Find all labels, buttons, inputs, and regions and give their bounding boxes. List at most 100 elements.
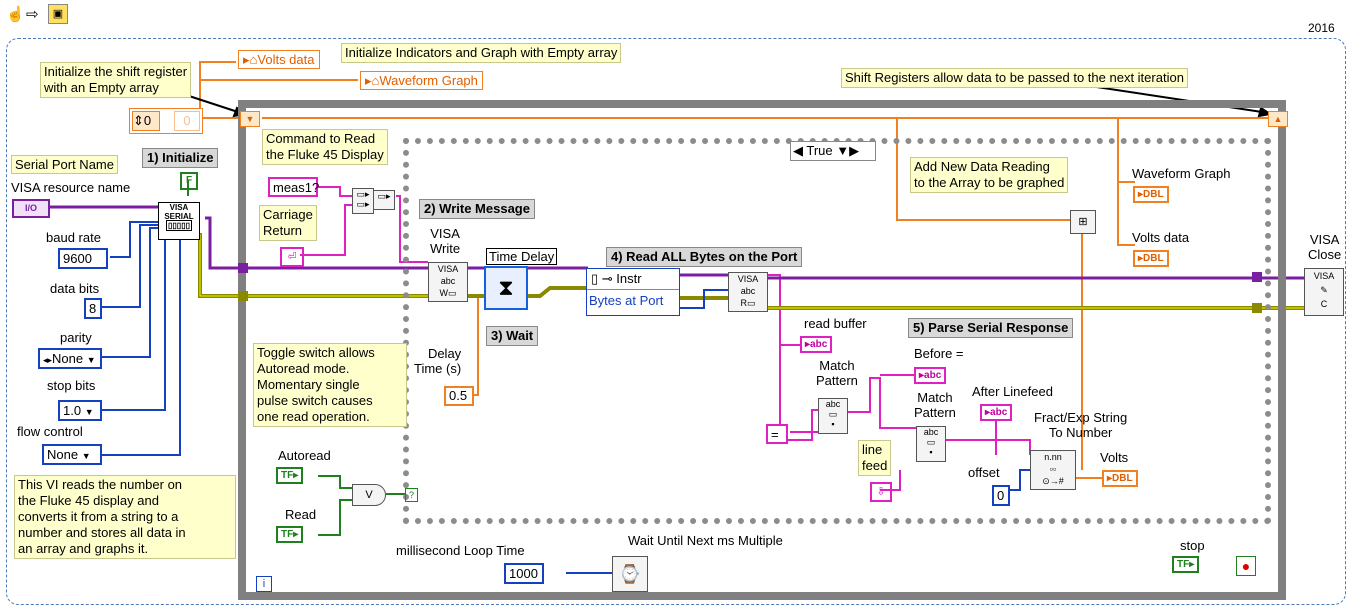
baud-rate-control[interactable]: 9600 — [58, 248, 108, 269]
diagram-frame — [6, 38, 1346, 605]
read-buffer-label: read buffer — [804, 316, 867, 331]
initialize-header: 1) Initialize — [142, 148, 219, 168]
visa-write-label: VISA Write — [430, 226, 461, 256]
case-selector-value: True — [806, 143, 833, 158]
match-pattern-1-label: Match Pattern — [816, 358, 858, 388]
serial-port-name-label: Serial Port Name — [11, 155, 118, 174]
home-icon: ⌂ — [249, 52, 258, 67]
match-pattern-1-node[interactable]: abc▭▪ — [818, 398, 848, 434]
flow-control-label: flow control — [17, 424, 83, 439]
parity-arrows-icon: ◂▸ — [43, 355, 53, 365]
vi-description-note: This VI reads the number on the Fluke 45… — [14, 475, 236, 559]
tunnel-error-out — [1252, 303, 1262, 313]
line-feed-constant[interactable]: ⇩ — [870, 482, 892, 502]
f-constant[interactable]: F — [180, 172, 198, 190]
concatenate-strings-node[interactable]: ▭▸▭▸ — [352, 188, 374, 214]
init-element[interactable]: 0 — [174, 111, 200, 131]
wait-until-next-ms-node[interactable]: ⌚ — [612, 556, 648, 592]
data-bits-label: data bits — [50, 281, 100, 296]
init-array-constant[interactable]: ⇕0 0 — [129, 108, 203, 134]
read-label: Read — [285, 507, 317, 522]
autoread-control[interactable]: TF▸ — [276, 467, 304, 484]
match-pattern-2-label: Match Pattern — [914, 390, 956, 420]
visa-resource-control[interactable]: I/O — [12, 199, 50, 218]
hand-icon[interactable]: ☝ — [6, 6, 25, 23]
property-class-row: ▯ ⊸ Instr — [587, 269, 679, 290]
volts-data-indicator: ▸DBL — [1133, 250, 1169, 267]
fract-exp-string-to-number-node[interactable]: n.nn▫▫⊙→# — [1030, 450, 1076, 490]
chevron-down-icon[interactable]: ▼ — [86, 355, 96, 365]
volts-data-local-variable[interactable]: ▸⌂Volts data — [238, 50, 320, 69]
loop-iteration-terminal: i — [256, 576, 272, 592]
flow-control-control[interactable]: None ▼ — [42, 444, 102, 465]
case-prev-icon[interactable]: ◀ — [793, 143, 803, 158]
read-all-bytes-header: 4) Read ALL Bytes on the Port — [606, 247, 803, 267]
run-arrow-icon[interactable]: ⇨ — [26, 6, 39, 23]
visa-close-label: VISA Close — [1308, 232, 1342, 262]
toolbar: ☝ ⇨ ▣ 2016 — [0, 0, 1352, 35]
visa-close-node[interactable]: VISA✎C — [1304, 268, 1344, 316]
or-gate-node[interactable]: V — [352, 484, 386, 506]
wait-header: 3) Wait — [486, 326, 539, 346]
after-linefeed-indicator: ▸abc — [980, 404, 1013, 421]
stop-bits-label: stop bits — [47, 378, 96, 393]
stop-control[interactable]: TF▸ — [1172, 556, 1200, 573]
volts-indicator: ▸DBL — [1102, 470, 1138, 487]
visa-resource-label: VISA resource name — [11, 180, 131, 195]
tunnel-error-in — [238, 291, 248, 301]
equals-constant[interactable]: = — [766, 424, 788, 444]
stop-label: stop — [1180, 538, 1205, 553]
command-read-note: Command to Read the Fluke 45 Display — [262, 129, 388, 165]
bytes-at-port-property-node[interactable]: ▯ ⊸ Instr Bytes at Port — [586, 268, 680, 316]
volts-data-label: Volts data — [1132, 230, 1190, 245]
parity-control[interactable]: ◂▸None ▼ — [38, 348, 102, 369]
loop-time-control[interactable]: 1000 — [504, 563, 544, 584]
meas-command-constant[interactable]: meas1? — [268, 177, 319, 197]
waveform-graph-local-variable[interactable]: ▸⌂Waveform Graph — [360, 71, 483, 90]
shift-register-left: ▼ — [240, 111, 260, 127]
read-buffer-indicator: ▸abc — [800, 336, 833, 353]
line-feed-note: line feed — [858, 440, 892, 476]
ms-loop-time-label: millisecond Loop Time — [396, 543, 525, 558]
offset-label: offset — [968, 465, 1000, 480]
shift-registers-note: Shift Registers allow data to be passed … — [841, 68, 1188, 88]
data-bits-control[interactable]: 8 — [84, 298, 102, 319]
offset-constant[interactable]: 0 — [992, 485, 1010, 506]
match-pattern-2-node[interactable]: abc▭▪ — [916, 426, 946, 462]
tunnel-visa-in — [238, 263, 248, 273]
case-dropdown-icon[interactable]: ▼▶ — [836, 143, 860, 158]
wait-until-label: Wait Until Next ms Multiple — [628, 533, 783, 548]
init-indicators-note: Initialize Indicators and Graph with Emp… — [341, 43, 622, 63]
parse-response-header: 5) Parse Serial Response — [908, 318, 1074, 338]
init-index[interactable]: ⇕0 — [132, 111, 160, 131]
vi-icon[interactable]: ▣ — [48, 4, 68, 24]
stop-condition-terminal: ● — [1236, 556, 1256, 576]
volts-label: Volts — [1100, 450, 1129, 465]
string-subset-node[interactable]: ▭▸ — [373, 190, 395, 210]
parity-label: parity — [60, 330, 92, 345]
after-linefeed-label: After Linefeed — [972, 384, 1053, 399]
bytes-at-port-property[interactable]: Bytes at Port — [589, 293, 664, 308]
chevron-down-icon[interactable]: ▼ — [84, 407, 94, 417]
carriage-return-note: Carriage Return — [259, 205, 317, 241]
chevron-down-icon[interactable]: ▼ — [81, 451, 91, 461]
baud-rate-label: baud rate — [46, 230, 101, 245]
time-delay-label: Time Delay — [486, 248, 558, 265]
version-label: 2016 — [1308, 21, 1335, 35]
toggle-switch-note: Toggle switch allows Autoread mode. Mome… — [253, 343, 407, 427]
read-control[interactable]: TF▸ — [276, 526, 304, 543]
autoread-label: Autoread — [278, 448, 331, 463]
tunnel-visa-out — [1252, 272, 1262, 282]
stop-bits-control[interactable]: 1.0 ▼ — [58, 400, 102, 421]
case-selector[interactable]: ◀ True ▼▶ — [790, 141, 876, 161]
init-shift-register-note: Initialize the shift register with an Em… — [40, 62, 192, 98]
shift-register-right: ▲ — [1268, 111, 1288, 127]
carriage-return-constant[interactable]: ⏎ — [280, 247, 304, 267]
delay-time-constant[interactable]: 0.5 — [444, 386, 474, 406]
build-array-node[interactable]: ⊞ — [1070, 210, 1096, 234]
time-delay-node[interactable]: ⧗ — [484, 266, 528, 310]
